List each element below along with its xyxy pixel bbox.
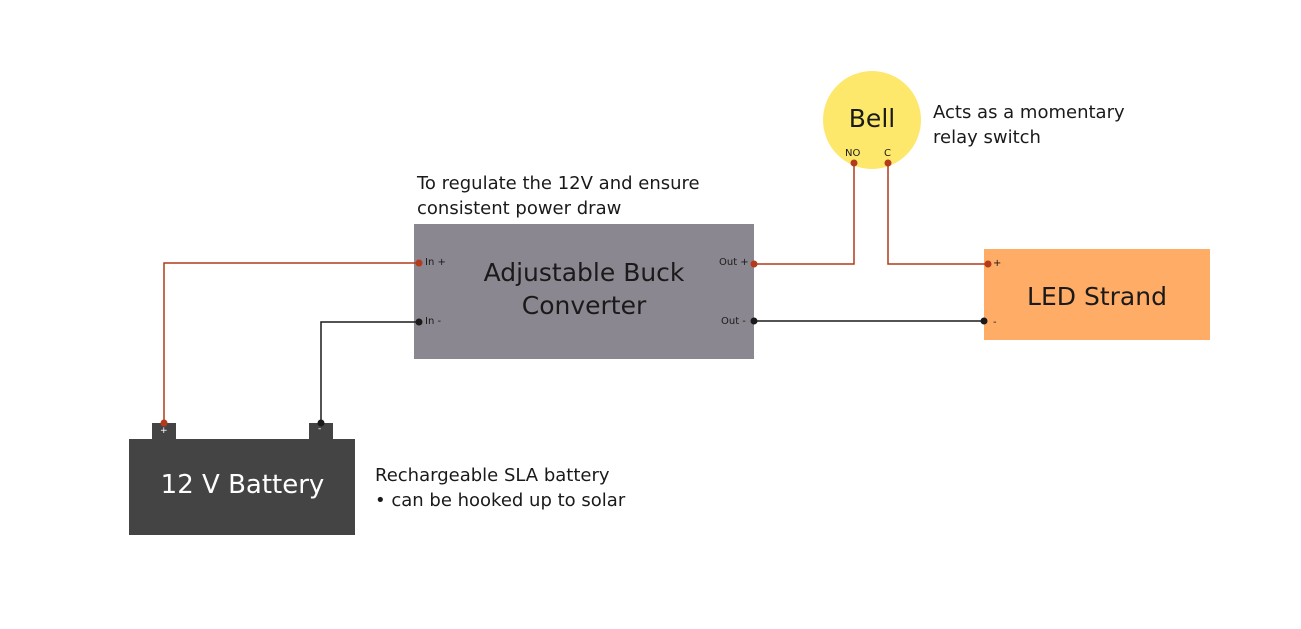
wire-bell-c-to-led-plus [887,163,988,265]
buck-converter-note: To regulate the 12V and ensure consisten… [417,173,700,219]
dot-buck-out-plus [750,260,758,268]
led-minus-label: - [993,317,997,328]
battery-label: 12 V Battery [160,470,325,500]
dot-buck-out-minus [750,317,758,325]
dot-buck-in-minus [415,318,423,326]
bell-circle [823,71,921,169]
bell-no-label: NO [845,148,861,159]
bell-label: Bell [848,104,896,133]
wire-buck-out-plus-to-bell-no [754,163,855,265]
dot-buck-in-plus [415,259,423,267]
wire-battery-plus-to-buck-in-plus [163,262,419,423]
buck-in-minus-label: In - [425,316,442,327]
buck-converter-label: Adjustable Buck Converter [483,258,685,320]
bell-note: Acts as a momentary relay switch [933,102,1125,148]
battery-note-title: Rechargeable SLA battery [375,465,610,486]
battery-minus-label: - [318,424,322,434]
bell-c-label: C [884,148,891,159]
battery-plus-post [152,423,176,440]
led-strand-box [984,249,1210,340]
battery-plus-label: + [160,426,168,436]
battery-note-bullet: • can be hooked up to solar [375,490,626,511]
buck-out-plus-label: Out + [719,257,749,268]
dot-battery-minus [317,419,325,427]
buck-out-minus-label: Out - [721,316,746,327]
wire-battery-minus-to-buck-in-minus [320,321,419,423]
buck-converter-box [414,224,754,359]
battery-body [129,439,355,535]
dot-led-minus [980,317,988,325]
dot-led-plus [984,260,992,268]
dot-bell-no [850,159,858,167]
led-strand-label: LED Strand [1027,282,1167,311]
dot-battery-plus [160,419,168,427]
dot-bell-c [884,159,892,167]
battery-minus-post [309,423,333,440]
buck-in-plus-label: In + [425,257,446,268]
led-plus-label: + [993,258,1002,269]
